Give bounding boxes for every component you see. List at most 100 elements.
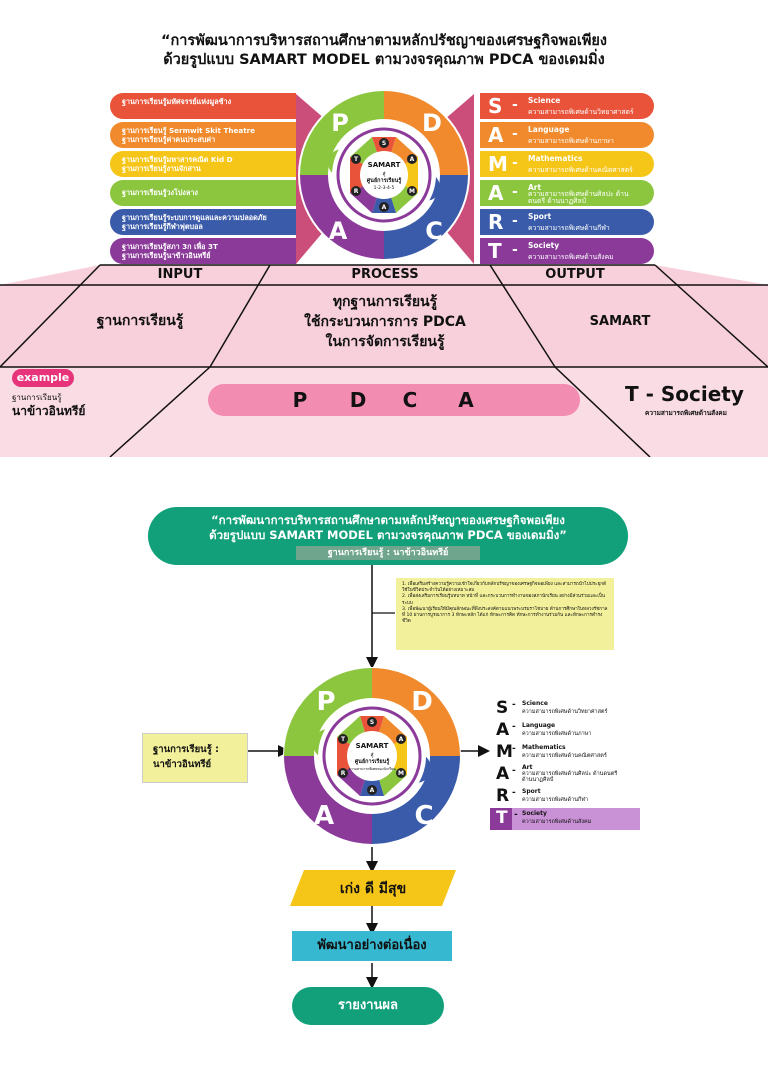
top-title-line1: “การพัฒนาการบริหารสถานศึกษาตามหลักปรัชญา… (160, 33, 608, 49)
input-bar-5-text: ฐานการเรียนรู้ระบบการดูแลและความปลอดภัย … (122, 213, 267, 231)
pdca-wheel-lower: P D A C SAMART สู่ ศูนย์การเรียนรู้ ความ… (283, 667, 461, 845)
lower-wheel-center-sub2: ศูนย์การเรียนรู้ (355, 757, 390, 766)
input-bar-2-text: ฐานการเรียนรู้ Sermwit Skit Theatre ฐานก… (122, 126, 256, 144)
lower-wheel-center-small: ความสามารถพิเศษของนักเรียน (348, 766, 396, 771)
t-society-sub: ความสามารถพิเศษด้านสังคม (645, 409, 727, 417)
lower-subtitle: ฐานการเรียนรู้ : นาข้าวอินทรีย์ (296, 546, 480, 560)
lower-samart-dash: - (512, 722, 516, 732)
output-letter: S (488, 94, 503, 118)
lower-title-line1: “การพัฒนาการบริหารสถานศึกษาตามหลักปรัชญา… (211, 513, 565, 527)
output-bar-s: S- Science ความสามารถพิเศษด้านวิทยาศาสตร์ (480, 93, 654, 119)
wheel-letter-p: P (331, 109, 349, 137)
objective-2: 2. เพื่อส่งเสริมการเรียนรู้บทบาท หน้าที่… (402, 594, 606, 606)
lower-samart-th: ความสามารถพิเศษด้านภาษา (522, 731, 592, 737)
lower-samart-s: S - Science ความสามารถพิเศษด้านวิทยาศาสต… (490, 698, 640, 720)
lower-hex-r: R (341, 770, 346, 777)
input-bar-2: ฐานการเรียนรู้ Sermwit Skit Theatre ฐานก… (110, 122, 296, 148)
lower-wheel-center-title: SAMART (356, 742, 389, 750)
example-badge: example (12, 369, 74, 387)
lower-samart-th: ความสามารถพิเศษด้านสังคม (522, 819, 592, 825)
output-letter: R (488, 210, 504, 234)
objectives-box: 1. เพื่อเสริมสร้างความรู้ความเข้าใจเกี่ย… (396, 578, 614, 650)
input-bar-1: ฐานการเรียนรู้มหัศจรรย์แห่งมูลช้าง (110, 93, 296, 119)
hex-m: M (409, 188, 415, 195)
lower-samart-t: T - Society ความสามารถพิเศษด้านสังคม (490, 808, 640, 830)
output-th: ความสามารถพิเศษด้านภาษา (528, 137, 614, 145)
lower-samart-en: Science (522, 700, 548, 707)
label-output: OUTPUT (545, 267, 605, 282)
lower-samart-letter: A (496, 720, 510, 740)
lower-samart-en: Sport (522, 788, 541, 795)
top-title: “การพัฒนาการบริหารสถานศึกษาตามหลักปรัชญา… (60, 32, 708, 70)
lower-left-box: ฐานการเรียนรู้ : นาข้าวอินทรีย์ (142, 733, 248, 783)
lower-wheel-center-sub1: สู่ (370, 752, 373, 758)
lower-samart-th: ความสามารถพิเศษด้านกีฬา (522, 797, 589, 803)
output-th: ความสามารถพิเศษด้านวิทยาศาสตร์ (528, 108, 634, 116)
lower-samart-en: Society (522, 810, 547, 817)
lower-title: “การพัฒนาการบริหารสถานศึกษาตามหลักปรัชญา… (150, 513, 626, 543)
lower-samart-a2: A - Art ความสามารถพิเศษด้านศิลปะ ด้านดนต… (490, 764, 640, 786)
input-bar-3-text: ฐานการเรียนรู้มหาสารคณิต Kid D ฐานการเรี… (122, 155, 233, 173)
row3-base-big: นาข้าวอินทรีย์ (12, 404, 86, 418)
t-society-title: T - Society (625, 382, 744, 406)
row2-mid-line3: ในการจัดการเรียนรู้ (325, 334, 445, 350)
output-bar-m: M- Mathematics ความสามารถพิเศษด้านคณิตศาส… (480, 151, 654, 177)
flow-box-3: รายงานผล (292, 987, 444, 1025)
pdca-bar (208, 384, 580, 416)
lower-samart-list: S - Science ความสามารถพิเศษด้านวิทยาศาสต… (490, 698, 640, 830)
lower-left-line1: ฐานการเรียนรู้ : (153, 744, 219, 755)
objective-3: 3. เพื่อพัฒนาผู้เรียนให้มีคุณลักษณะที่พึ… (402, 606, 608, 625)
lower-samart-th: ความสามารถพิเศษด้านวิทยาศาสตร์ (522, 709, 608, 715)
output-th: ความสามารถพิเศษด้านกีฬา (528, 224, 610, 232)
top-title-line2: ด้วยรูปแบบ SAMART MODEL ตามวงจรคุณภาพ PD… (163, 52, 605, 68)
output-en: Mathematics (528, 154, 583, 163)
output-dash: - (512, 242, 518, 258)
wheel-center-title: SAMART (368, 161, 401, 169)
label-input: INPUT (157, 267, 203, 282)
lower-samart-t-swatch (490, 808, 512, 830)
output-dash: - (512, 97, 518, 113)
output-th: ความสามารถพิเศษด้านสังคม (528, 253, 614, 261)
hex-r: R (354, 188, 359, 195)
input-bar-5: ฐานการเรียนรู้ระบบการดูแลและความปลอดภัย … (110, 209, 296, 235)
lower-samart-dash: - (512, 744, 516, 754)
row3-base-small: ฐานการเรียนรู้ (12, 393, 62, 402)
lower-samart-en: Mathematics (522, 744, 566, 751)
hex-a2: A (382, 204, 387, 211)
lower-samart-dash: - (512, 766, 516, 776)
lower-samart-m: M - Mathematics ความสามารถพิเศษด้านคณิตศ… (490, 742, 640, 764)
flow-arrows (245, 565, 490, 989)
lower-samart-letter: S (496, 698, 509, 718)
wheel-letter-d: D (422, 109, 442, 137)
wheel-center-nums: 1-2-3-4-5 (374, 185, 395, 191)
output-letter: M (488, 152, 508, 176)
output-en: Sport (528, 212, 552, 221)
lower-wheel-letter-d: D (411, 687, 433, 717)
wheel-letter-c: C (425, 217, 443, 245)
hex-s: S (382, 140, 386, 147)
output-th: ความสามารถพิเศษด้านคณิตศาสตร์ (528, 166, 633, 174)
output-en: Science (528, 96, 561, 105)
input-bar-4-text: ฐานการเรียนรู้วงโปงลาง (122, 188, 198, 197)
output-letter: A (488, 123, 504, 147)
lower-samart-letter: M (496, 742, 513, 762)
lower-samart-dash: - (512, 788, 516, 798)
output-th: ความสามารถพิเศษด้านศิลปะ ด้านดนตรี ด้านน… (528, 190, 629, 205)
output-dash: - (512, 155, 518, 171)
output-bar-a1: A- Language ความสามารถพิเศษด้านภาษา (480, 122, 654, 148)
input-bar-6-text: ฐานการเรียนรู้สภา 3ก เพื่อ 3T ฐานการเรีย… (122, 242, 218, 260)
flow-box-2: พัฒนาอย่างต่อเนื่อง (292, 931, 452, 961)
output-letter: T (488, 239, 502, 263)
input-bar-1-text: ฐานการเรียนรู้มหัศจรรย์แห่งมูลช้าง (122, 97, 232, 106)
row2-mid-line2: ใช้กระบวนการการ PDCA (304, 314, 466, 330)
output-dash: - (512, 184, 518, 200)
output-en: Language (528, 125, 570, 134)
flow-box-1: เก่ง ดี มีสุข (339, 881, 407, 897)
flow-box-1-shape (290, 870, 456, 906)
row2-mid: ทุกฐานการเรียนรู้ ใช้กระบวนการการ PDCA ใ… (250, 292, 520, 352)
lower-title-line2: ด้วยรูปแบบ SAMART MODEL ตามวงจรคุณภาพ PD… (209, 528, 567, 542)
lower-samart-dash: - (514, 810, 518, 820)
output-dash: - (512, 126, 518, 142)
